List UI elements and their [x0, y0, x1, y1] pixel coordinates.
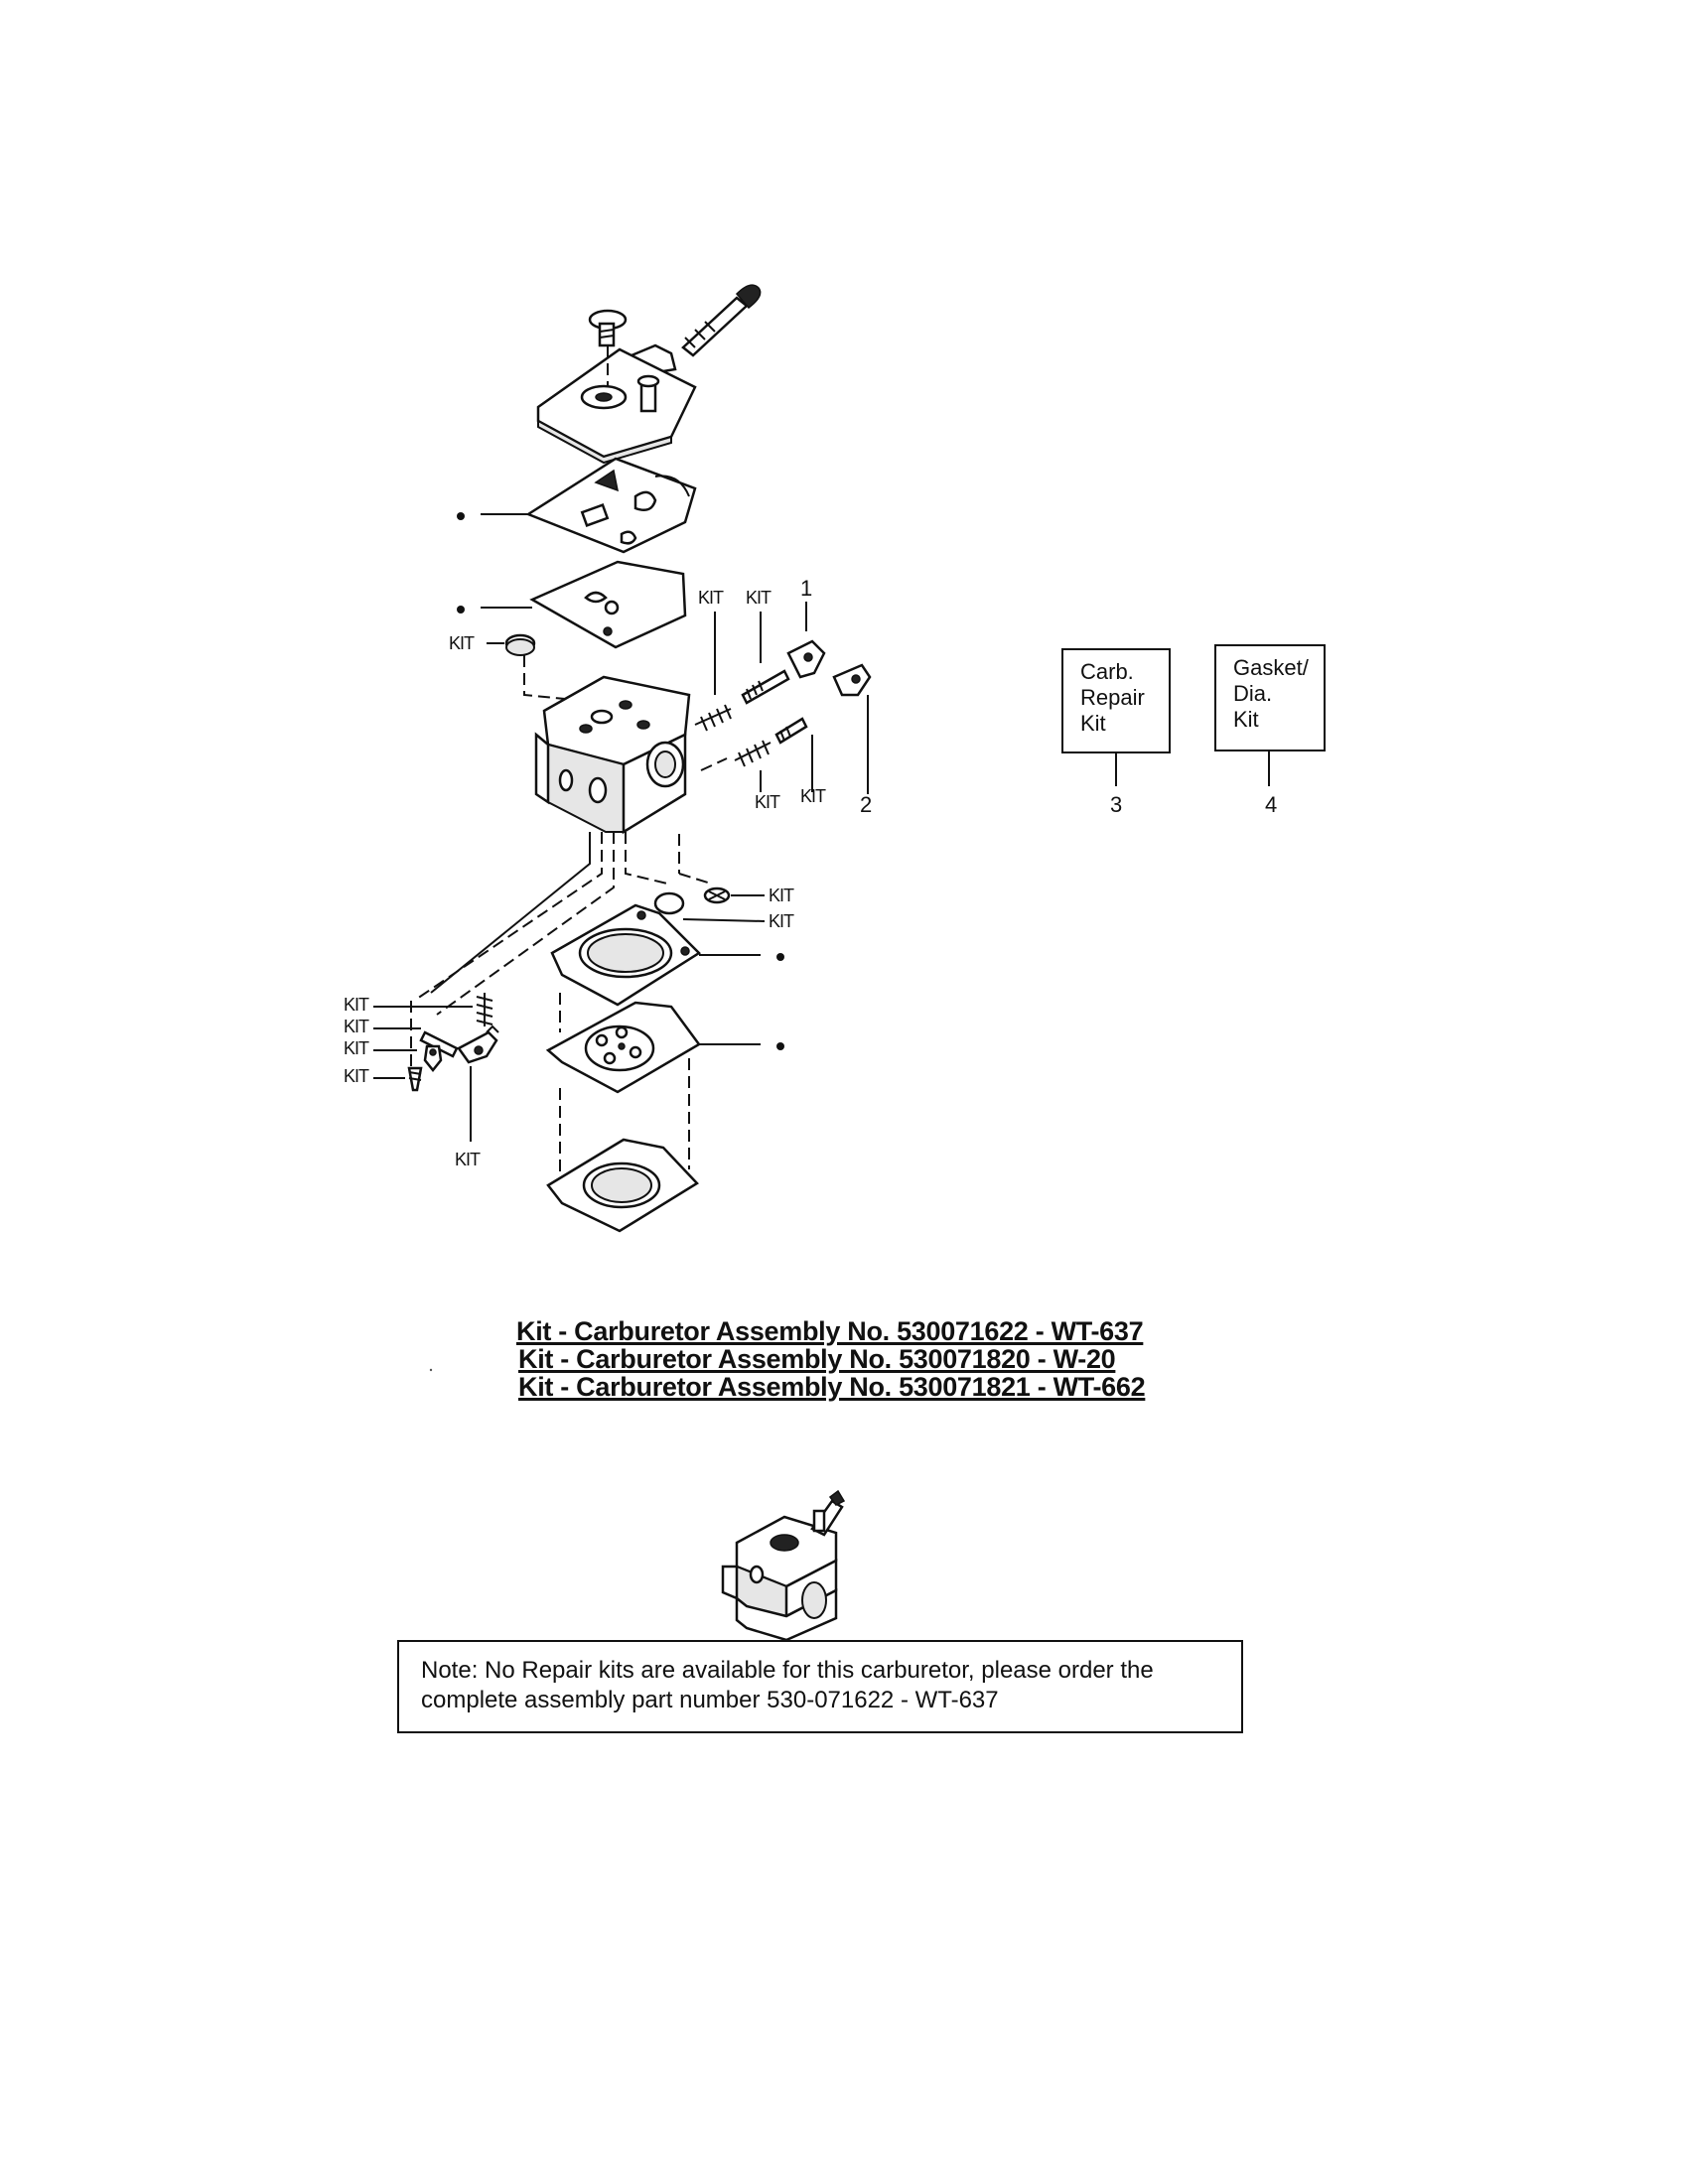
pump-diaphragm	[481, 560, 687, 649]
needle-upper	[741, 669, 790, 705]
callout-kit-l4: KIT	[344, 1066, 369, 1086]
metering-gasket	[550, 903, 761, 1007]
callout-kit-lever: KIT	[455, 1150, 481, 1169]
adjusting-needle	[681, 284, 762, 357]
callout-kit-r3: KIT	[755, 792, 780, 812]
callout-kit-r1: KIT	[698, 588, 724, 608]
note-box: Note: No Repair kits are available for t…	[397, 1640, 1243, 1733]
callout-kit-l2: KIT	[344, 1017, 369, 1036]
needle-spring-upper	[694, 704, 732, 732]
needle-lower	[774, 717, 808, 745]
pump-cover	[536, 345, 697, 465]
box1-line1: Carb.	[1080, 659, 1134, 684]
box2-line2: Dia.	[1233, 681, 1272, 706]
callout-kit-l3: KIT	[344, 1038, 369, 1058]
callout-kit-cap: KIT	[449, 633, 475, 653]
needle-fitting-1	[786, 639, 826, 679]
complete-carburetor-illustration	[721, 1489, 846, 1642]
gasket-bullet-1	[457, 512, 465, 520]
carburetor-body	[534, 675, 691, 835]
box2-line1: Gasket/	[1233, 655, 1310, 680]
gasket-dia-kit-box: Gasket/ Dia. Kit 4	[1214, 644, 1326, 817]
needle-fitting-2	[832, 663, 872, 697]
welch-plug	[504, 633, 536, 656]
callout-kit-screen: KIT	[769, 886, 794, 905]
pump-gasket	[481, 457, 697, 554]
metering-lever	[457, 1024, 499, 1064]
callout-kit-r4: KIT	[800, 786, 826, 806]
box2-line3: Kit	[1233, 707, 1259, 732]
callout-kit-washer: KIT	[769, 911, 794, 931]
assembly-title-3: Kit - Carburetor Assembly No. 530071821 …	[518, 1372, 1146, 1402]
inlet-needle	[423, 1044, 443, 1073]
callout-2: 2	[860, 792, 872, 817]
screen-washer	[653, 891, 685, 915]
callout-kit-l1: KIT	[344, 995, 369, 1015]
inlet-screen	[703, 887, 731, 904]
metering-cover	[546, 1138, 699, 1233]
lever-pin	[419, 1030, 459, 1058]
metering-diaphragm	[545, 1001, 761, 1094]
gasket-bullet-2	[776, 953, 784, 961]
assembly-title-1: Kit - Carburetor Assembly No. 530071622 …	[516, 1316, 1144, 1346]
needle-spring-lower	[734, 740, 772, 767]
metering-spring	[476, 993, 493, 1026]
callout-1: 1	[800, 576, 812, 601]
note-line-1: Note: No Repair kits are available for t…	[421, 1657, 1154, 1684]
callout-3: 3	[1110, 792, 1122, 817]
box1-line3: Kit	[1080, 711, 1106, 736]
screw-small	[407, 1066, 423, 1092]
top-screw	[588, 309, 628, 347]
callout-kit-r2: KIT	[746, 588, 772, 608]
assembly-title-2: Kit - Carburetor Assembly No. 530071820 …	[518, 1344, 1116, 1374]
callout-4: 4	[1265, 792, 1277, 817]
box1-line2: Repair	[1080, 685, 1145, 710]
diaphragm-bullet-1	[457, 606, 465, 614]
carb-repair-kit-box: Carb. Repair Kit 3	[1061, 648, 1171, 817]
diaphragm-bullet-2	[776, 1042, 784, 1050]
note-line-2: complete assembly part number 530-071622…	[421, 1687, 999, 1713]
